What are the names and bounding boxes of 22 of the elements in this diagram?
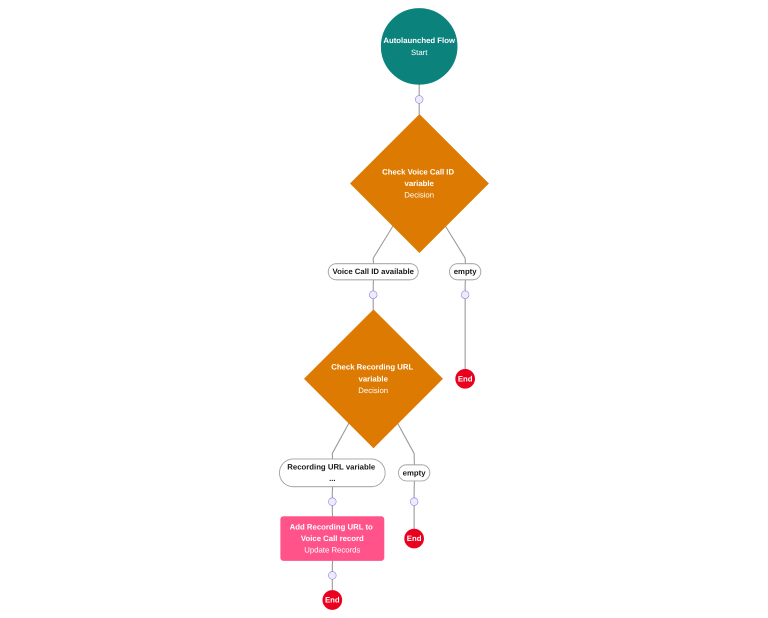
connector: [464, 298, 466, 370]
connector: [332, 506, 334, 517]
connector: [464, 280, 466, 291]
connector: [332, 560, 334, 572]
node-circle: [410, 498, 418, 506]
connector: [418, 84, 420, 96]
connector: [332, 486, 334, 498]
connector: [372, 226, 394, 264]
connector: [414, 481, 415, 498]
connector: [414, 506, 415, 530]
connector: [418, 103, 420, 114]
node-circle: [328, 571, 336, 580]
connector: [332, 579, 333, 590]
node-circle: [415, 95, 424, 104]
node-circle: [461, 290, 470, 299]
connector: [445, 226, 466, 264]
node-circle: [328, 498, 336, 506]
connector: [397, 423, 415, 466]
connector: [372, 298, 374, 310]
connector: [332, 423, 350, 460]
node-circle: [369, 290, 378, 299]
connector: [372, 280, 374, 291]
